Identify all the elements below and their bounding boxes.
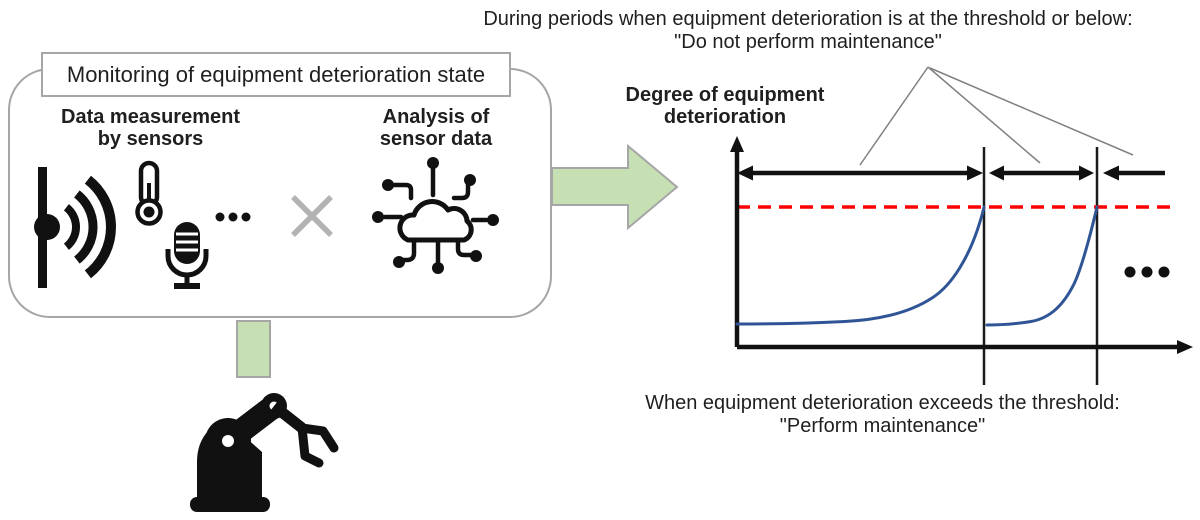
top-annotation: During periods when equipment deteriorat… — [408, 8, 1200, 54]
analysis-label: Analysis of sensor data — [330, 106, 542, 150]
thermometer-icon — [135, 160, 163, 226]
analysis-label-line1: Analysis of — [382, 106, 490, 128]
down-connector — [236, 320, 271, 378]
axes — [730, 136, 1193, 354]
chart-ylabel-line2: deterioration — [663, 106, 787, 128]
cloud-connector-dots — [372, 157, 499, 274]
continuation-ellipsis-icon — [1124, 266, 1170, 278]
sensors-label-line1: Data measurement — [61, 106, 240, 128]
monitoring-box-title: Monitoring of equipment deterioration st… — [41, 52, 511, 97]
interval-arrows — [737, 165, 1165, 181]
chart-ylabel: Degree of equipment deterioration — [605, 84, 845, 128]
sensors-label: Data measurement by sensors — [28, 106, 273, 150]
microphone-icon — [165, 222, 209, 289]
multiply-icon — [291, 195, 333, 237]
chart-ylabel-line1: Degree of equipment — [625, 84, 825, 106]
sensors-label-line2: by sensors — [97, 128, 204, 150]
robot-arm-icon — [190, 393, 339, 512]
iot-cloud-icon — [372, 157, 499, 274]
bottom-annotation: When equipment deterioration exceeds the… — [600, 392, 1165, 438]
deterioration-curves — [735, 205, 1099, 327]
top-annotation-line2: "Do not perform maintenance" — [674, 31, 942, 53]
top-annotation-line1: During periods when equipment deteriorat… — [483, 8, 1133, 30]
callout-lines — [859, 66, 1134, 166]
ellipsis-icon — [215, 212, 251, 222]
analysis-label-line2: sensor data — [379, 128, 493, 150]
right-block-arrow-icon — [551, 143, 679, 231]
deterioration-chart — [730, 66, 1193, 385]
sensor-icons — [34, 160, 251, 289]
bottom-annotation-line1: When equipment deterioration exceeds the… — [645, 392, 1120, 414]
cloud-shape — [397, 199, 474, 243]
cloud-connectors — [382, 166, 489, 265]
vibration-sensor-icon — [34, 167, 116, 288]
bottom-annotation-line2: "Perform maintenance" — [779, 415, 986, 437]
